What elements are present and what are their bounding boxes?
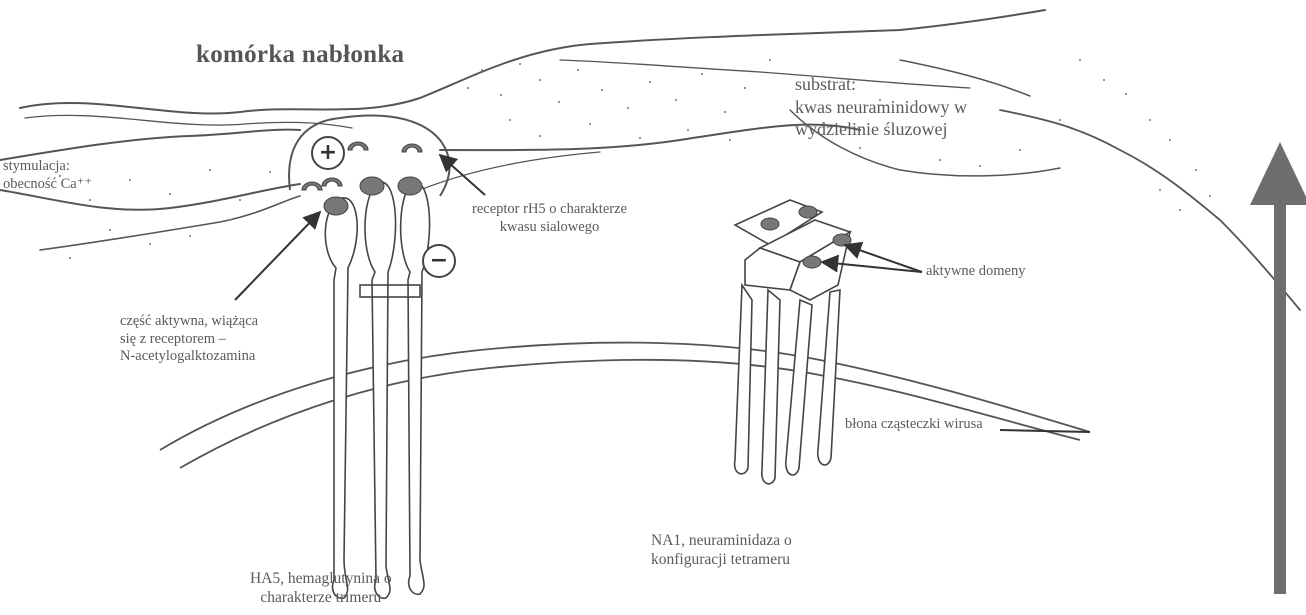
na1-line-2: konfiguracji tetrameru bbox=[651, 551, 792, 570]
substrate-line-1: substrat: bbox=[795, 73, 967, 96]
active-part-line-2: się z receptorem – bbox=[120, 331, 258, 349]
minus-sign-icon: − bbox=[422, 244, 456, 278]
stimulation-label: stymulacja: obecność Ca⁺⁺ bbox=[3, 158, 92, 193]
membrane-stipple bbox=[59, 59, 1211, 259]
substrate-label: substrat: kwas neuraminidowy w wydzielin… bbox=[795, 73, 967, 141]
substrate-line-3: wydzielinie śluzowej bbox=[795, 118, 967, 141]
stimulation-line-1: stymulacja: bbox=[3, 158, 92, 176]
ha5-label: HA5, hemaglutynina o charakterze trimeru bbox=[250, 570, 392, 608]
stimulation-line-2: obecność Ca⁺⁺ bbox=[3, 176, 92, 194]
active-part-line-1: część aktywna, wiążąca bbox=[120, 313, 258, 331]
na1-line-1: NA1, neuraminidaza o bbox=[651, 532, 792, 551]
active-part-line-3: N-acetylogalktozamina bbox=[120, 348, 258, 366]
diagram-title: komórka nabłonka bbox=[196, 40, 404, 71]
receptor-line-2: kwasu sialowego bbox=[472, 219, 627, 237]
pointer-arrows bbox=[235, 155, 1090, 432]
viral-membrane bbox=[160, 343, 1090, 468]
viral-membrane-label: błona cząsteczki wirusa bbox=[845, 416, 983, 434]
receptor-label: receptor rH5 o charakterze kwasu sialowe… bbox=[472, 201, 627, 236]
ha5-trimer bbox=[325, 182, 429, 598]
upward-arrow-icon bbox=[1250, 142, 1306, 594]
active-part-label: część aktywna, wiążąca się z receptorem … bbox=[120, 313, 258, 366]
receptor-line-1: receptor rH5 o charakterze bbox=[472, 201, 627, 219]
epithelial-membrane bbox=[0, 10, 1300, 310]
ha5-line-1: HA5, hemaglutynina o bbox=[250, 570, 392, 589]
plus-sign-icon: + bbox=[311, 136, 345, 170]
na1-label: NA1, neuraminidaza o konfiguracji tetram… bbox=[651, 532, 792, 570]
na1-tetramer bbox=[735, 200, 850, 484]
active-domains-label: aktywne domeny bbox=[926, 263, 1025, 281]
ha5-line-2: charakterze trimeru bbox=[250, 589, 392, 608]
substrate-line-2: kwas neuraminidowy w bbox=[795, 96, 967, 119]
